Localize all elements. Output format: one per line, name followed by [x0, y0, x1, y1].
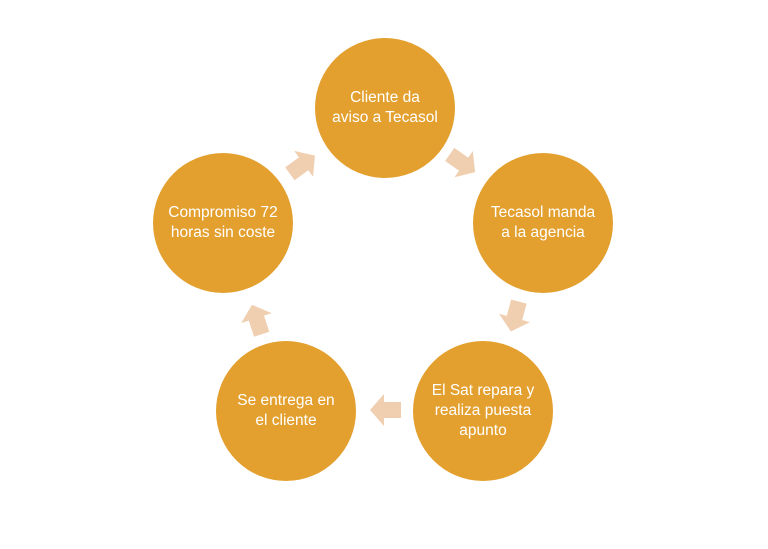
arrow-5-to-1 — [280, 142, 325, 187]
arrow-1-to-2 — [440, 141, 485, 186]
node-label: Cliente da aviso a Tecasol — [332, 89, 438, 126]
arrow-4-to-5 — [236, 299, 277, 340]
node-label: El Sat repara y realiza puesta apunto — [431, 382, 535, 439]
node-label: Tecasol manda a la agencia — [490, 204, 596, 241]
node-commitment-72h: Compromiso 72 horas sin coste — [153, 153, 293, 293]
node-client-notice: Cliente da aviso a Tecasol — [315, 38, 455, 178]
arrow-3-to-4 — [370, 394, 401, 426]
node-deliver-client: Se entrega en el cliente — [216, 341, 356, 481]
node-label: Se entrega en el cliente — [237, 392, 335, 429]
node-label: Compromiso 72 horas sin coste — [168, 204, 278, 241]
arrow-2-to-3 — [495, 297, 535, 336]
node-sat-repair: El Sat repara y realiza puesta apunto — [413, 341, 553, 481]
node-send-agency: Tecasol manda a la agencia — [473, 153, 613, 293]
